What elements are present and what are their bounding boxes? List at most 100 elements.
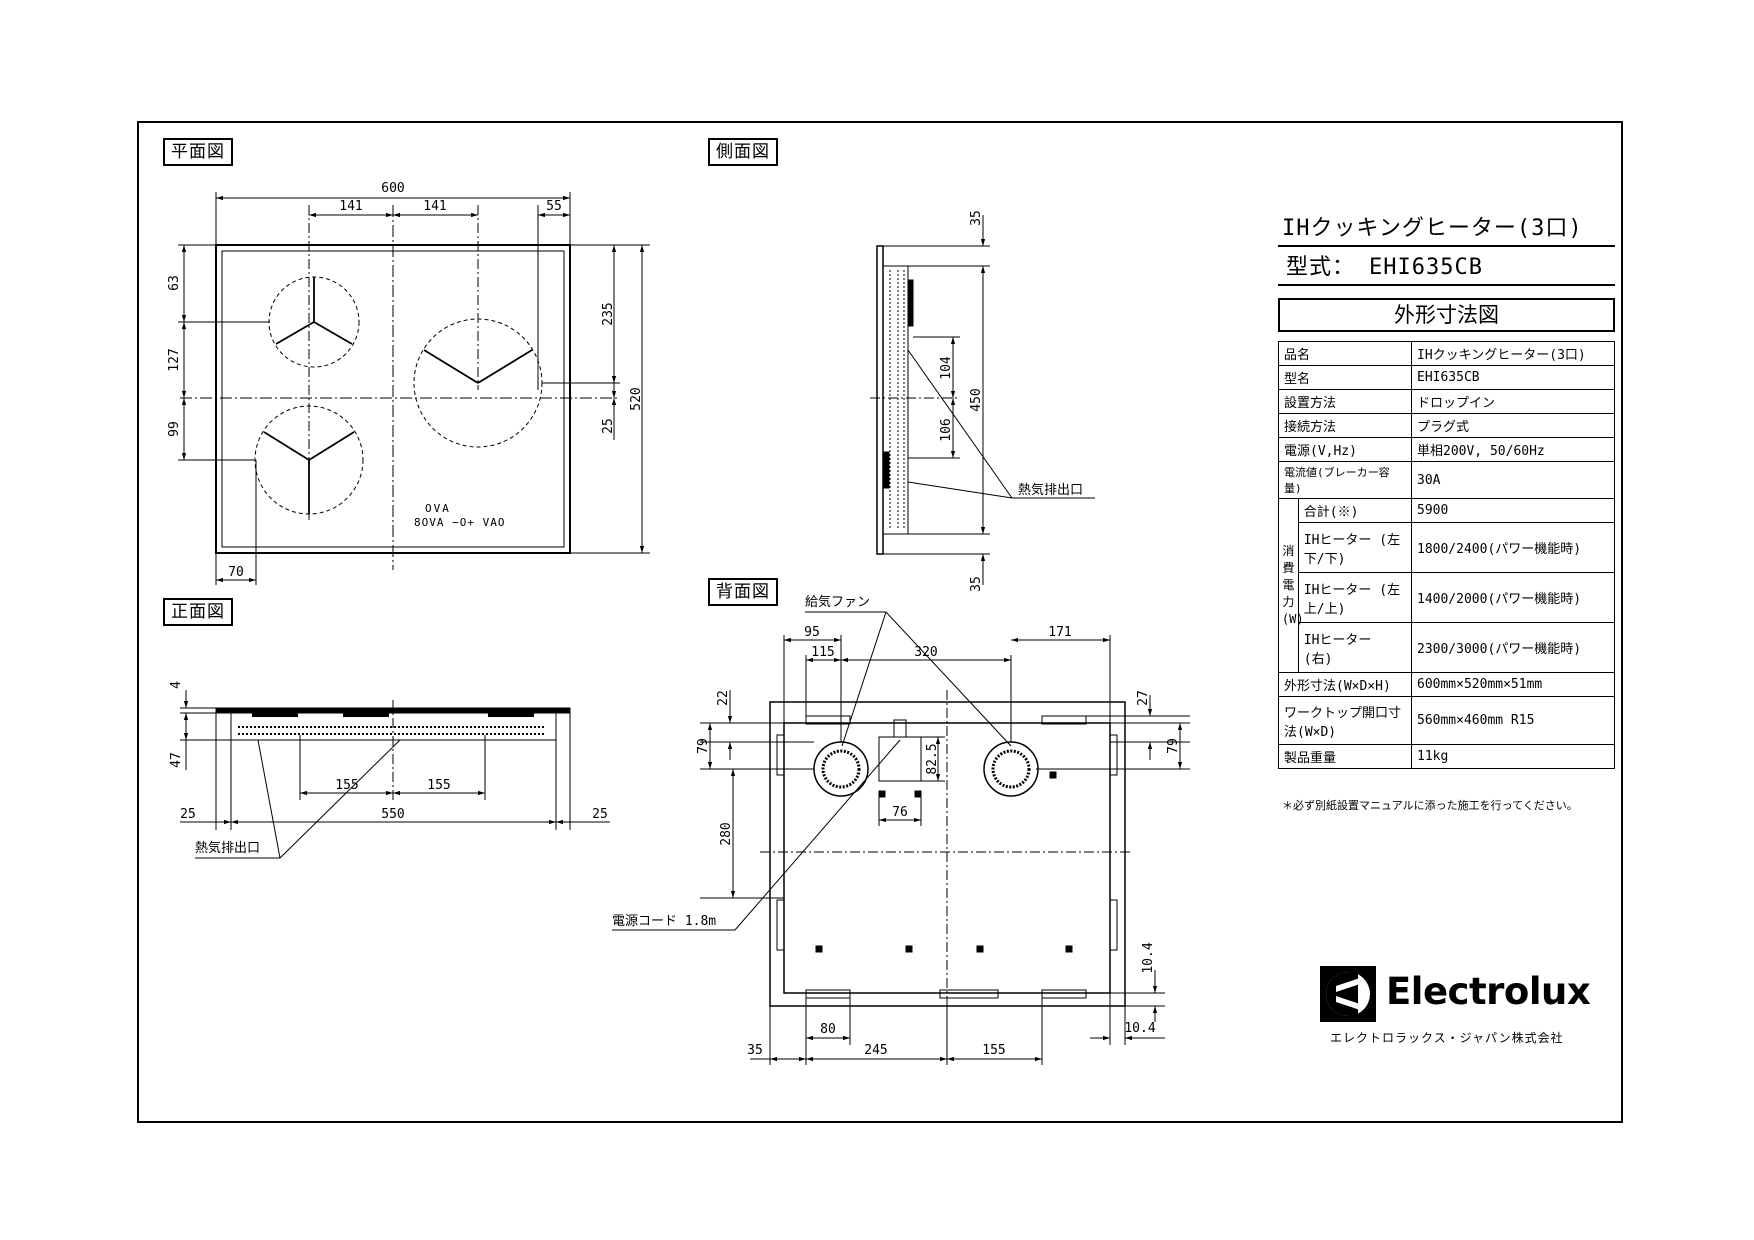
dim-back-79-right: 79	[1166, 738, 1181, 754]
dim-10-4-horizontal: 10.4	[1124, 1021, 1155, 1036]
spec-key: 品名	[1278, 341, 1412, 366]
control-row-2: 8OVA −O+ VAO	[414, 516, 505, 529]
spec-key: IHヒーター (右)	[1297, 622, 1413, 673]
dim-front-25-right: 25	[592, 807, 608, 822]
product-model-line: 型式： EHI635CB	[1278, 247, 1615, 286]
drawing-sheet-border	[137, 121, 1623, 1123]
spec-row: IHヒーター (右)2300/3000(パワー機能時)	[1279, 622, 1615, 673]
dim-95: 95	[804, 625, 820, 640]
power-cord-label: 電源コード 1.8m	[612, 914, 716, 929]
dim-550: 550	[381, 807, 404, 822]
spec-key: IHヒーター (左上/上)	[1297, 572, 1413, 623]
dim-25: 25	[601, 418, 616, 434]
power-consumption-group: 消費電力(W)	[1278, 498, 1304, 673]
dim-22: 22	[716, 690, 731, 706]
dim-27: 27	[1136, 690, 1151, 706]
spec-row: ワークトップ開口寸法(W×D)560mm×460mm R15	[1278, 696, 1615, 745]
back-view-label: 背面図	[708, 578, 778, 606]
back-dim-labels: 給気ファン 95 171 115 320 22 79 280 82.5 76 2…	[612, 594, 1181, 1058]
power-cord-box	[878, 736, 922, 782]
side-exhaust-label: 熱気排出口	[1018, 482, 1083, 498]
dim-76: 76	[892, 805, 908, 820]
spec-row: 消費電力(W) 合計(※)5900	[1278, 498, 1615, 673]
dim-front-155-left: 155	[335, 778, 358, 793]
spec-key: 接続方法	[1278, 413, 1412, 438]
model-label: 型式：	[1286, 255, 1356, 280]
electrolux-logo-icon	[1320, 966, 1376, 1022]
dim-141-right: 141	[423, 199, 446, 214]
spec-value: ドロップイン	[1411, 389, 1615, 414]
plan-view-label: 平面図	[163, 138, 233, 166]
dim-320: 320	[914, 645, 937, 660]
dim-80: 80	[820, 1022, 836, 1037]
spec-value: 2300/3000(パワー機能時)	[1411, 622, 1615, 673]
dim-115: 115	[811, 645, 834, 660]
spec-value: 単相200V, 50/60Hz	[1411, 437, 1615, 462]
dim-127: 127	[167, 348, 182, 371]
spec-key: ワークトップ開口寸法(W×D)	[1278, 696, 1412, 745]
model-number: EHI635CB	[1369, 255, 1483, 280]
front-exhaust-label: 熱気排出口	[195, 840, 260, 856]
spec-value: 11kg	[1411, 744, 1615, 769]
dim-side-35-top: 35	[969, 210, 984, 226]
back-view	[612, 611, 1190, 1065]
spec-value: 5900	[1411, 498, 1615, 523]
spec-key: 製品重量	[1278, 744, 1412, 769]
dim-82-5: 82.5	[925, 743, 940, 774]
dim-600: 600	[381, 181, 404, 196]
dim-104: 104	[939, 356, 954, 380]
spec-value: 600mm×520mm×51mm	[1411, 672, 1615, 697]
spec-row: 接続方法プラグ式	[1278, 413, 1615, 438]
plan-dim-labels: 600 141 141 55 63 127 99 235 25 520 70 O…	[167, 181, 644, 580]
spec-key: 合計(※)	[1297, 498, 1413, 523]
title-block: IHクッキングヒーター(3口) 型式： EHI635CB	[1278, 208, 1615, 286]
brand-name: Electrolux	[1386, 970, 1591, 1013]
dim-245: 245	[864, 1043, 887, 1058]
company-name: エレクトロラックス・ジャパン株式会社	[1330, 1031, 1564, 1045]
dim-106: 106	[939, 418, 954, 441]
dim-235: 235	[601, 302, 616, 325]
spec-value: EHI635CB	[1411, 365, 1615, 390]
spec-key: 設置方法	[1278, 389, 1412, 414]
dim-280: 280	[719, 822, 734, 845]
dim-back-155: 155	[982, 1043, 1005, 1058]
product-title: IHクッキングヒーター(3口)	[1278, 208, 1615, 247]
dim-back-79-left: 79	[696, 738, 711, 754]
dim-171: 171	[1048, 625, 1071, 640]
side-view-label: 側面図	[708, 138, 778, 166]
dim-55: 55	[546, 199, 562, 214]
spec-key: IHヒーター (左下/下)	[1297, 522, 1413, 573]
dim-back-35: 35	[747, 1043, 763, 1058]
dim-141-left: 141	[339, 199, 362, 214]
dim-front-155-right: 155	[427, 778, 450, 793]
spec-value: 1800/2400(パワー機能時)	[1411, 522, 1615, 573]
dim-4: 4	[169, 681, 184, 689]
dim-front-25-left: 25	[180, 807, 196, 822]
power-group-label: 消費電力(W)	[1281, 544, 1304, 626]
spec-value: 1400/2000(パワー機能時)	[1411, 572, 1615, 623]
spec-row: 電流値(ブレーカー容量)30A	[1278, 461, 1615, 499]
spec-row: IHヒーター (左上/上)1400/2000(パワー機能時)	[1279, 572, 1615, 623]
spec-value: プラグ式	[1411, 413, 1615, 438]
dim-10-4-vertical: 10.4	[1141, 942, 1156, 973]
spec-key: 型名	[1278, 365, 1412, 390]
dim-520: 520	[629, 387, 644, 410]
dim-70: 70	[228, 565, 244, 580]
dim-63: 63	[167, 275, 182, 291]
spec-key: 外形寸法(W×D×H)	[1278, 672, 1412, 697]
spec-row: 外形寸法(W×D×H)600mm×520mm×51mm	[1278, 672, 1615, 697]
control-row-1: OVA	[425, 502, 451, 515]
spec-value: 30A	[1411, 461, 1615, 499]
spec-value: IHクッキングヒーター(3口)	[1411, 341, 1615, 366]
side-dim-labels: 35 104 450 106 35 熱気排出口	[939, 210, 1083, 592]
front-view-label: 正面図	[163, 598, 233, 626]
front-dim-labels: 4 47 155 155 25 550 25 熱気排出口	[169, 681, 608, 856]
dim-99: 99	[167, 421, 182, 437]
front-view	[180, 690, 610, 859]
spec-value: 560mm×460mm R15	[1411, 696, 1615, 745]
